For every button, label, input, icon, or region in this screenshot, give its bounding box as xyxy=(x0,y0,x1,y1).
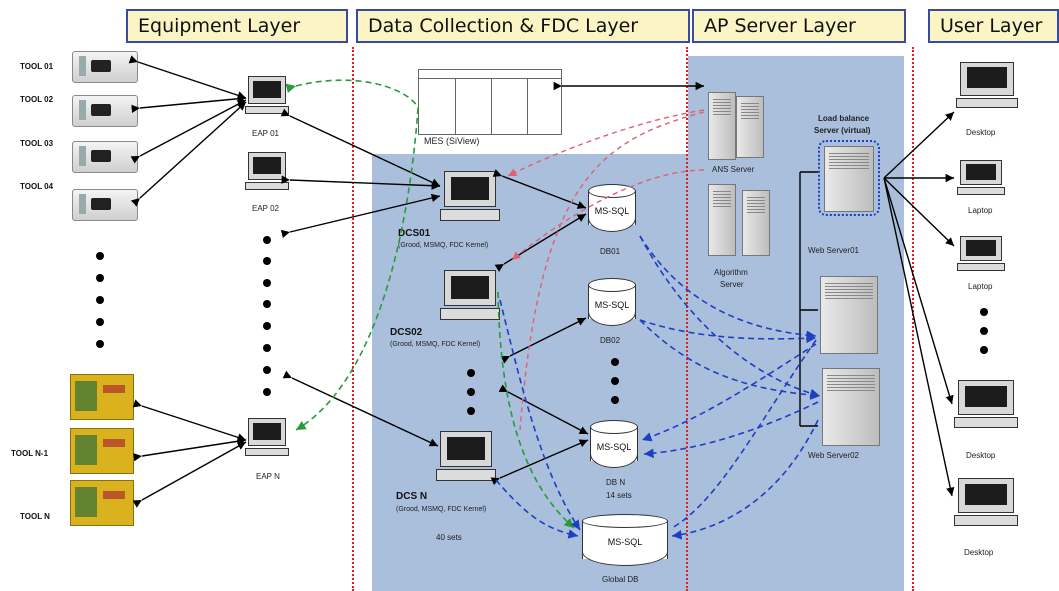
desktop-computer-icon xyxy=(955,62,1019,110)
dbn-label: DB N xyxy=(606,478,626,487)
laptop-computer-icon xyxy=(956,160,1006,196)
dcs02-subtitle: (Grood, MSMQ, FDC Kernel) xyxy=(390,341,481,348)
users-ellipsis-dot xyxy=(980,327,988,335)
algorithm-server-icon xyxy=(742,190,770,256)
desktop-computer-icon xyxy=(953,380,1019,430)
tool-04-icon xyxy=(72,189,138,221)
eap-ellipsis-dot xyxy=(263,344,271,352)
data-collection-layer-header: Data Collection & FDC Layer xyxy=(356,9,690,43)
equipment-layer-header: Equipment Layer xyxy=(126,9,348,43)
tool-yellow-icon xyxy=(70,374,134,420)
tool-03-icon xyxy=(72,141,138,173)
tools-ellipsis-dot xyxy=(96,340,104,348)
dbn-cylinder-icon: MS-SQL xyxy=(590,420,638,468)
eap-01-label: EAP 01 xyxy=(252,129,279,138)
db-ellipsis-dot xyxy=(611,358,619,366)
laptop-computer-icon xyxy=(956,236,1006,272)
dbn-sets-label: 14 sets xyxy=(606,491,632,500)
tool-02-label: TOOL 02 xyxy=(20,95,54,104)
boundary-ap-user xyxy=(912,47,914,591)
users-ellipsis-dot xyxy=(980,308,988,316)
ans-server-label: ANS Server xyxy=(712,165,755,174)
dcs02-computer-icon xyxy=(439,270,501,322)
desktop3-label: Desktop xyxy=(964,548,994,557)
dcs-ellipsis-dot xyxy=(467,407,475,415)
load-balance-label-2: Server (virtual) xyxy=(814,126,871,135)
users-ellipsis-dot xyxy=(980,346,988,354)
global-db-label: Global DB xyxy=(602,575,639,584)
algorithm-server-label-1: Algorithm xyxy=(714,268,748,277)
load-balance-server-box xyxy=(818,140,880,216)
dcs-ellipsis-dot xyxy=(467,369,475,377)
tool-02-icon xyxy=(72,95,138,127)
eap-01-computer-icon xyxy=(244,76,290,116)
tools-ellipsis-dot xyxy=(96,296,104,304)
db-ellipsis-dot xyxy=(611,377,619,385)
web-server02-icon xyxy=(822,368,880,446)
tools-ellipsis-dot xyxy=(96,318,104,326)
dbn-engine: MS-SQL xyxy=(596,441,632,452)
eap-ellipsis-dot xyxy=(263,279,271,287)
db02-label: DB02 xyxy=(600,336,621,345)
tool-n-1-icon xyxy=(70,428,134,474)
db02-engine: MS-SQL xyxy=(594,299,630,310)
load-balance-label-1: Load balance xyxy=(818,114,870,123)
dcsn-sets-label: 40 sets xyxy=(436,533,462,542)
dcsn-computer-icon xyxy=(435,431,497,483)
mes-siview-icon xyxy=(418,69,562,135)
desktop1-label: Desktop xyxy=(966,128,996,137)
tool-n-label: TOOL N xyxy=(20,512,50,521)
algorithm-server-label-2: Server xyxy=(720,280,744,289)
eap-n-label: EAP N xyxy=(256,472,280,481)
db-ellipsis-dot xyxy=(611,396,619,404)
tools-ellipsis-dot xyxy=(96,252,104,260)
boundary-dcs-ap xyxy=(686,47,688,591)
tool-n-1-label: TOOL N-1 xyxy=(11,449,49,458)
laptop1-label: Laptop xyxy=(968,206,993,215)
eap-ellipsis-dot xyxy=(263,366,271,374)
eap-02-computer-icon xyxy=(244,152,290,192)
eap-ellipsis-dot xyxy=(263,322,271,330)
dcsn-label: DCS N xyxy=(396,491,428,502)
tools-ellipsis-dot xyxy=(96,274,104,282)
tool-01-icon xyxy=(72,51,138,83)
user-layer-header: User Layer xyxy=(928,9,1059,43)
ap-server-layer-header: AP Server Layer xyxy=(692,9,906,43)
db02-cylinder-icon: MS-SQL xyxy=(588,278,636,326)
ans-server-icon xyxy=(736,96,764,158)
tool-04-label: TOOL 04 xyxy=(20,182,54,191)
tool-n-icon xyxy=(70,480,134,526)
db01-cylinder-icon: MS-SQL xyxy=(588,184,636,232)
eap-02-label: EAP 02 xyxy=(252,204,279,213)
mes-label: MES (SiView) xyxy=(424,136,480,146)
dcs01-computer-icon xyxy=(439,171,501,223)
ans-server-icon xyxy=(708,92,736,160)
eap-n-computer-icon xyxy=(244,418,290,458)
desktop2-label: Desktop xyxy=(966,451,996,460)
dcsn-subtitle: (Grood, MSMQ, FDC Kernel) xyxy=(396,506,487,513)
eap-ellipsis-dot xyxy=(263,236,271,244)
eap-ellipsis-dot xyxy=(263,388,271,396)
db01-label: DB01 xyxy=(600,247,621,256)
desktop-computer-icon xyxy=(953,478,1019,528)
tool-01-label: TOOL 01 xyxy=(20,62,54,71)
global-db-engine: MS-SQL xyxy=(607,537,643,548)
dcs-ellipsis-dot xyxy=(467,388,475,396)
algorithm-server-icon xyxy=(708,184,736,256)
tool-03-label: TOOL 03 xyxy=(20,139,54,148)
laptop2-label: Laptop xyxy=(968,282,993,291)
web-server01-icon xyxy=(820,276,878,354)
dcs02-label: DCS02 xyxy=(390,327,423,338)
eap-ellipsis-dot xyxy=(263,257,271,265)
boundary-equipment-dcs xyxy=(352,47,354,591)
load-balance-server-icon xyxy=(824,146,874,212)
eap-ellipsis-dot xyxy=(263,300,271,308)
web-server01-label: Web Server01 xyxy=(808,246,859,255)
global-db-cylinder-icon: MS-SQL xyxy=(582,514,668,566)
db01-engine: MS-SQL xyxy=(594,205,630,216)
web-server02-label: Web Server02 xyxy=(808,451,859,460)
dcs01-subtitle: (Grood, MSMQ, FDC Kernel) xyxy=(398,242,489,249)
